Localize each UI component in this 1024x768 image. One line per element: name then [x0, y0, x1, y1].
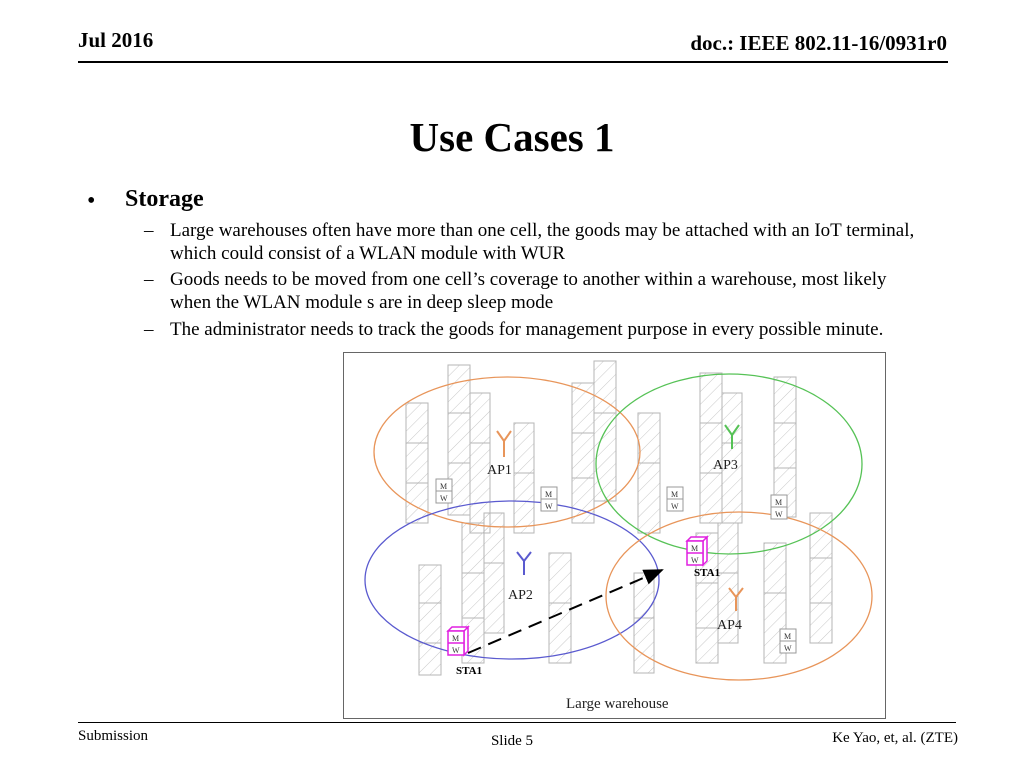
shelf-rack	[637, 412, 661, 534]
sub-bullet-dash: –	[144, 220, 154, 241]
bullet-symbol: •	[87, 188, 96, 214]
wlan-wur-module: M W	[770, 494, 788, 520]
svg-text:W: W	[775, 510, 783, 519]
shelf-rack	[483, 512, 505, 634]
shelf-rack	[418, 564, 442, 676]
sta1-module-end: M W	[685, 535, 709, 567]
shelf-rack	[699, 372, 723, 524]
sta1-module-start: M W	[446, 625, 470, 657]
ap3-coverage-ellipse	[595, 373, 863, 555]
svg-text:W: W	[784, 644, 792, 653]
ap2-label: AP2	[508, 588, 533, 603]
header-doc-id: doc.: IEEE 802.11-16/0931r0	[690, 31, 947, 55]
shelf-rack	[809, 512, 833, 644]
ap1-antenna-icon	[496, 430, 512, 457]
ap4-coverage-ellipse	[605, 511, 873, 681]
ap1-coverage-ellipse	[373, 376, 641, 528]
sub-bullet-dash: –	[144, 269, 154, 290]
shelf-rack	[548, 552, 572, 664]
svg-text:M: M	[691, 544, 698, 553]
sub-bullet-3: The administrator needs to track the goo…	[170, 319, 884, 340]
svg-text:M: M	[452, 634, 459, 643]
ap1-label: AP1	[487, 463, 512, 478]
svg-text:W: W	[671, 502, 679, 511]
diagram-caption: Large warehouse	[566, 696, 669, 712]
ap3-antenna-icon	[724, 424, 740, 449]
svg-text:M: M	[671, 490, 678, 499]
shelf-rack	[717, 522, 739, 644]
shelf-rack	[405, 402, 429, 524]
ap2-antenna-icon	[516, 551, 532, 575]
svg-text:W: W	[440, 494, 448, 503]
ap4-antenna-icon	[728, 587, 744, 611]
footer-submission: Submission	[78, 728, 149, 744]
ap3-label: AP3	[713, 458, 738, 473]
wlan-wur-module: M W	[435, 478, 453, 504]
svg-text:M: M	[775, 498, 782, 507]
shelving-racks	[405, 360, 833, 676]
svg-text:M: M	[545, 490, 552, 499]
sub-bullet-1: Large warehouses often have more than on…	[170, 220, 915, 264]
svg-text:W: W	[452, 646, 460, 655]
svg-text:W: W	[545, 502, 553, 511]
ap2-coverage-ellipse	[364, 500, 660, 660]
sub-bullet-2: Goods needs to be moved from one cell’s …	[170, 269, 887, 313]
movement-arrow	[467, 569, 664, 654]
wlan-wur-module: M W	[666, 486, 684, 512]
footer-author: Ke Yao, et, al. (ZTE)	[832, 730, 958, 746]
slide-title: Use Cases 1	[409, 114, 615, 160]
footer-rule	[78, 722, 956, 723]
sub-bullet-dash: –	[144, 319, 154, 340]
shelf-rack	[773, 376, 797, 518]
ap4-label: AP4	[717, 618, 742, 633]
svg-text:M: M	[440, 482, 447, 491]
shelf-rack	[571, 382, 595, 524]
shelf-rack	[513, 422, 535, 534]
warehouse-diagram-svg: AP1 AP3 AP2 AP4 M W M W M W M W M W	[364, 360, 873, 712]
header-date: Jul 2016	[78, 28, 154, 52]
warehouse-diagram: AP1 AP3 AP2 AP4 M W M W M W M W M W	[343, 352, 886, 719]
header-rule	[78, 61, 948, 63]
shelf-rack	[633, 572, 655, 674]
wlan-wur-module: M W	[779, 628, 797, 654]
sta1-label-end: STA1	[694, 567, 720, 579]
sta1-label-start: STA1	[456, 665, 482, 677]
svg-text:M: M	[784, 632, 791, 641]
bullet-heading: Storage	[125, 186, 204, 212]
footer-slide-number: Slide 5	[490, 733, 534, 749]
wlan-wur-module: M W	[540, 486, 558, 512]
svg-text:W: W	[691, 556, 699, 565]
